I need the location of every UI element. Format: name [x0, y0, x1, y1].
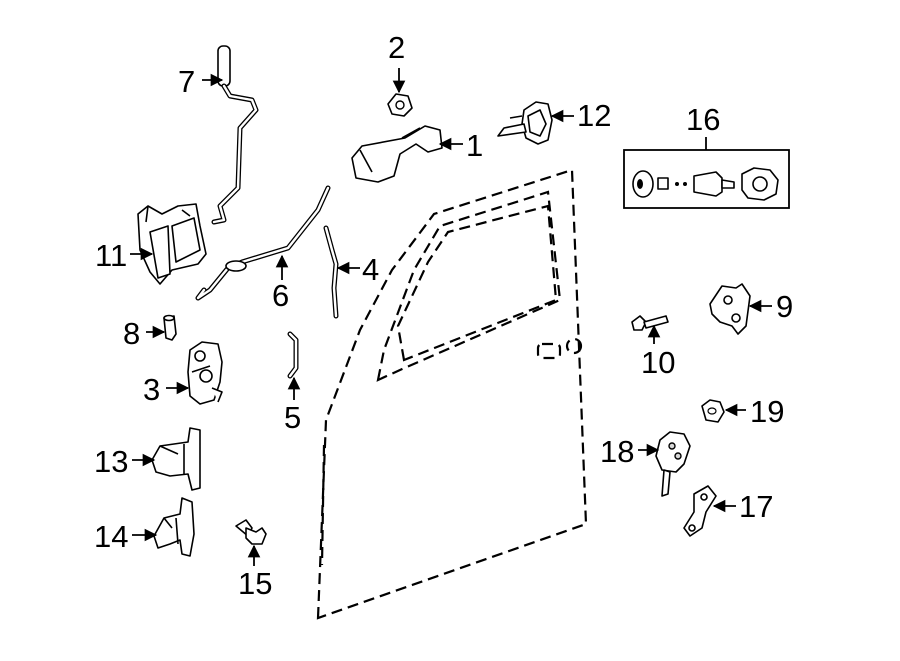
- washer-part: [701, 399, 725, 423]
- callout-17: 17: [739, 489, 773, 524]
- rod-6-part: [195, 185, 331, 301]
- callout-6: 6: [272, 278, 289, 313]
- lock-bezel-part: [497, 101, 553, 145]
- callout-13: 13: [94, 444, 128, 479]
- callout-19: 19: [750, 394, 784, 429]
- door-outline: [316, 168, 588, 620]
- callout-15: 15: [238, 566, 272, 601]
- bolt-15-part: [235, 519, 267, 545]
- callout-18: 18: [600, 434, 634, 469]
- bracket-17-part: [683, 485, 717, 537]
- outside-handle-part: [351, 125, 443, 183]
- striker-part: [709, 283, 751, 335]
- lock-cylinder-set-part: [623, 149, 790, 209]
- callout-10: 10: [641, 345, 675, 380]
- rod-7-part: [211, 45, 259, 225]
- bolt-10-part: [631, 315, 669, 331]
- callout-7: 7: [178, 64, 195, 99]
- callout-14: 14: [94, 519, 128, 554]
- key-fob-part: [655, 431, 691, 497]
- callout-1: 1: [466, 128, 483, 163]
- clip-part: [163, 314, 177, 341]
- callout-3: 3: [143, 372, 160, 407]
- callout-11: 11: [95, 238, 127, 273]
- callout-12: 12: [577, 98, 611, 133]
- callout-2: 2: [388, 30, 405, 65]
- lower-hinge-part: [153, 497, 195, 557]
- callout-9: 9: [776, 289, 793, 324]
- callout-4: 4: [362, 252, 379, 287]
- rod-4-part: [323, 225, 339, 319]
- nut-part: [387, 93, 413, 117]
- callout-16: 16: [686, 102, 720, 137]
- upper-hinge-part: [151, 427, 201, 491]
- actuator-bracket-part: [137, 203, 207, 285]
- rod-5-part: [287, 331, 299, 379]
- door-latch-part: [187, 341, 223, 405]
- callout-8: 8: [123, 316, 140, 351]
- callout-5: 5: [284, 400, 301, 435]
